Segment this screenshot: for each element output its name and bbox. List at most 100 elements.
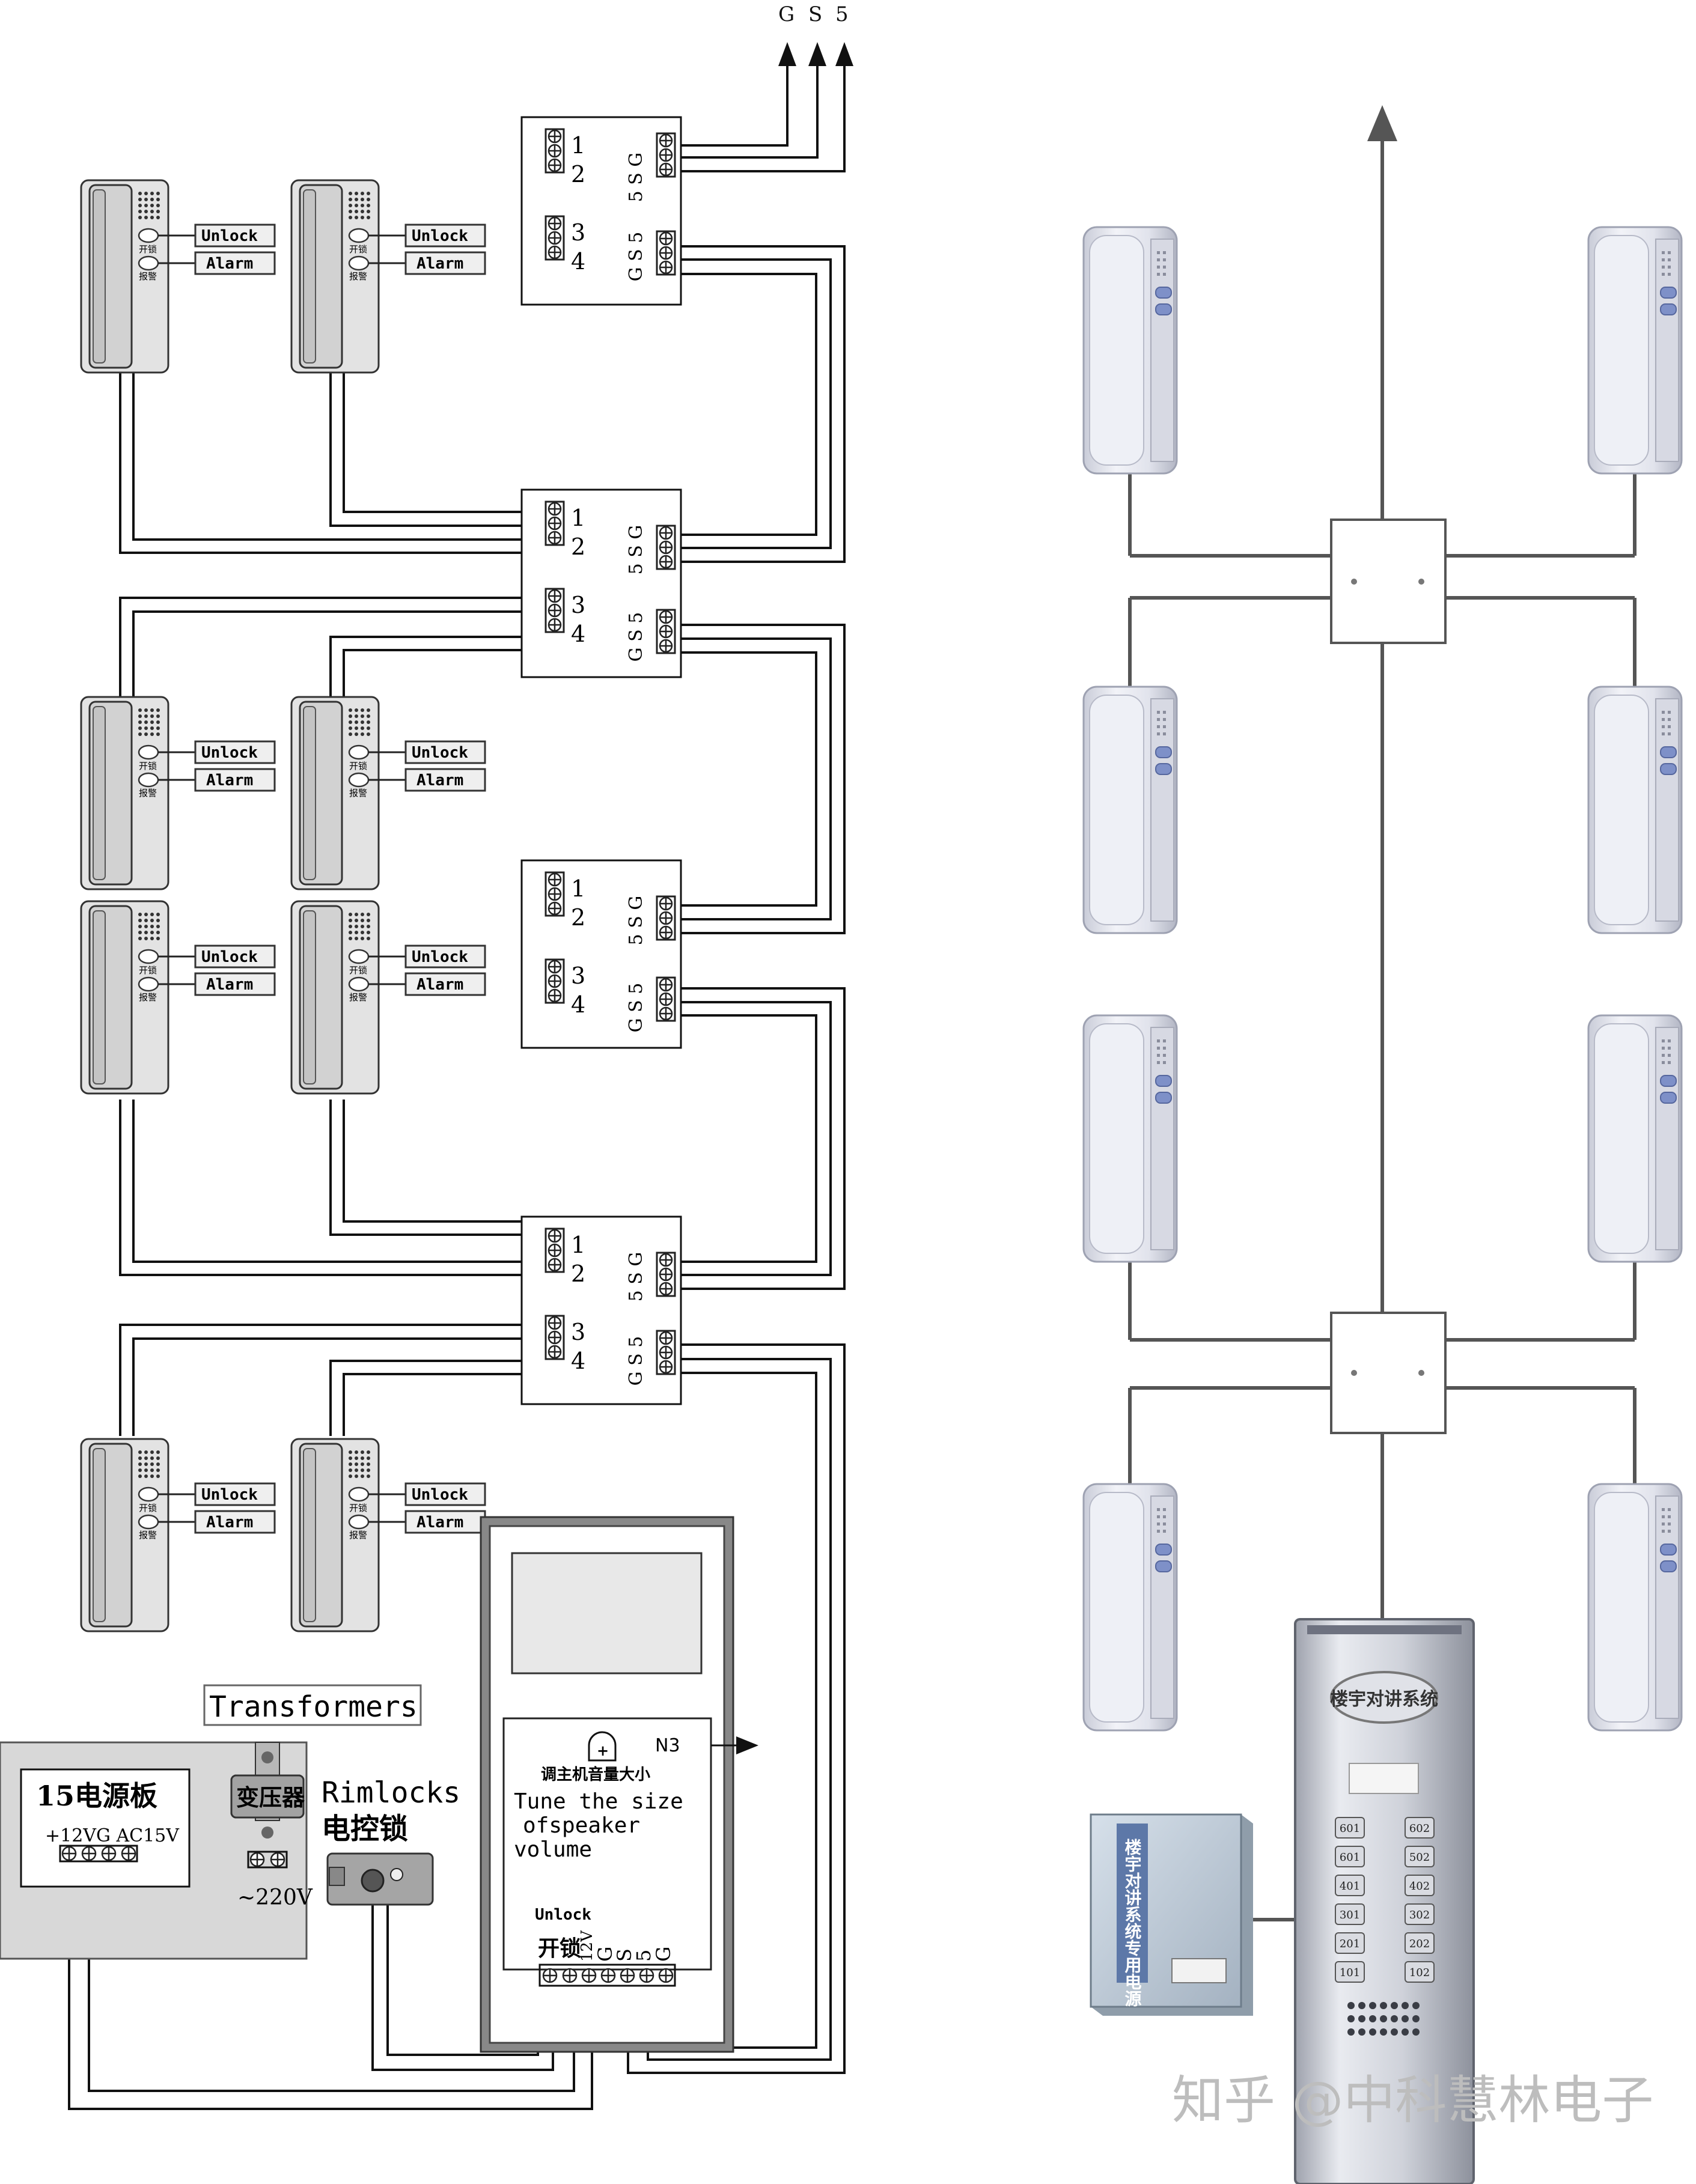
transformer-cn: 变压器 (236, 1784, 305, 1811)
cn-alarm-label: 报警 (139, 1530, 157, 1541)
panel-key-label: 401 (1340, 1880, 1360, 1893)
arrow-icon (778, 42, 853, 66)
volume-en-2: ofspeaker (523, 1813, 640, 1838)
alarm-label: Alarm (206, 771, 253, 789)
panel-key-label: 102 (1409, 1967, 1430, 1979)
cn-unlock-label: 开锁 (139, 1503, 157, 1513)
top-bus-labels: G S 5 (778, 2, 849, 26)
photo-handset (1587, 1483, 1683, 1732)
cn-alarm-label: 报警 (349, 271, 367, 282)
junction-box-1: 1 2 3 4 5 S G G S 5 (520, 116, 682, 306)
cn-alarm-label: 报警 (349, 1530, 367, 1541)
panel-key (1405, 1932, 1435, 1954)
panel-key (1335, 1875, 1365, 1896)
panel-key (1405, 1817, 1435, 1839)
svg-text:5 S G: 5 S G (626, 896, 647, 946)
svg-text:G S 5: G S 5 (626, 1336, 647, 1386)
power-board-sub: +12VG AC15V (45, 1825, 180, 1846)
photo-handset (1082, 226, 1178, 475)
svg-text:3: 3 (571, 219, 585, 246)
panel-key-label: 302 (1409, 1909, 1430, 1921)
unlock-label: Unlock (201, 1486, 258, 1504)
n3-marker: N3 (655, 1735, 680, 1756)
photo-handset (1587, 226, 1683, 475)
left-handsets: 开锁报警UnlockAlarm开锁报警UnlockAlarm开锁报警Unlock… (80, 179, 486, 1632)
svg-text:+: + (597, 1742, 609, 1759)
unlock-label: Unlock (201, 744, 258, 762)
unlock-label: Unlock (412, 227, 468, 245)
cn-unlock-label: 开锁 (349, 244, 367, 255)
transformer-label: Transformers (209, 1690, 418, 1724)
svg-text:4: 4 (571, 991, 585, 1018)
unlock-label: Unlock (412, 948, 468, 966)
panel-key-label: 201 (1340, 1938, 1360, 1950)
unlock-label: Unlock (412, 1486, 468, 1504)
svg-text:G S 5: G S 5 (626, 232, 647, 282)
rimlock: Rimlocks 电控锁 (322, 1776, 460, 1906)
alarm-label: Alarm (206, 976, 253, 994)
panel-key (1405, 1846, 1435, 1867)
cn-unlock-label: 开锁 (349, 965, 367, 976)
transformer: Transformers 变压器 ~220V (203, 1684, 422, 1910)
cn-alarm-label: 报警 (349, 788, 367, 798)
unlock-label: Unlock (201, 227, 258, 245)
alarm-label: Alarm (416, 1513, 463, 1532)
junction-box-4: 1 2 3 4 5 S G G S 5 (520, 1215, 682, 1405)
photo-handset (1082, 1014, 1178, 1263)
cn-alarm-label: 报警 (139, 788, 157, 798)
cn-alarm-label: 报警 (139, 271, 157, 282)
svg-text:1: 1 (571, 875, 585, 902)
photo-handset (1587, 1014, 1683, 1263)
power-supply-box: 楼宇对讲系统专用电源 (1090, 1813, 1253, 2016)
bus-label-s: S (808, 2, 822, 26)
alarm-label: Alarm (416, 976, 463, 994)
cn-unlock-label: 开锁 (139, 244, 157, 255)
alarm-label: Alarm (416, 771, 463, 789)
alarm-label: Alarm (206, 255, 253, 273)
unlock-cn: 开锁 (538, 1936, 581, 1961)
panel-title: 楼宇对讲系统 (1330, 1689, 1438, 1710)
watermark: 知乎 @中科慧林电子 (1172, 2070, 1653, 2131)
svg-text:S: S (613, 1948, 636, 1962)
svg-text:5: 5 (632, 1950, 655, 1962)
svg-text:5 S G: 5 S G (626, 1252, 647, 1302)
bus-label-g: G (778, 2, 795, 26)
unlock-label: Unlock (412, 744, 468, 762)
svg-text:2: 2 (571, 161, 585, 187)
svg-text:3: 3 (571, 963, 585, 989)
alarm-label: Alarm (206, 1513, 253, 1532)
svg-text:1: 1 (571, 505, 585, 531)
panel-key (1335, 1817, 1365, 1839)
svg-text:G S 5: G S 5 (626, 612, 647, 662)
photo-handset (1587, 686, 1683, 934)
panel-key (1335, 1903, 1365, 1925)
power-board-title: 15电源板 (36, 1780, 157, 1812)
cn-alarm-label: 报警 (139, 992, 157, 1003)
panel-key-label: 202 (1409, 1938, 1430, 1950)
volume-en-1: Tune the size (514, 1789, 683, 1814)
svg-text:4: 4 (571, 621, 585, 647)
bus-label-5: 5 (835, 2, 849, 26)
panel-key-label: 502 (1409, 1851, 1430, 1864)
panel-key-label: 402 (1409, 1880, 1430, 1893)
svg-text:2: 2 (571, 534, 585, 560)
panel-key (1405, 1961, 1435, 1983)
svg-text:G S 5: G S 5 (626, 983, 647, 1033)
svg-text:5 S G: 5 S G (626, 525, 647, 575)
door-station: + N3 调主机音量大小 Tune the size ofspeaker vol… (480, 1516, 758, 2053)
svg-text:1: 1 (571, 132, 585, 159)
panel-key (1405, 1875, 1435, 1896)
svg-text:12V: 12V (578, 1930, 596, 1962)
up-arrow-icon (1367, 105, 1397, 141)
